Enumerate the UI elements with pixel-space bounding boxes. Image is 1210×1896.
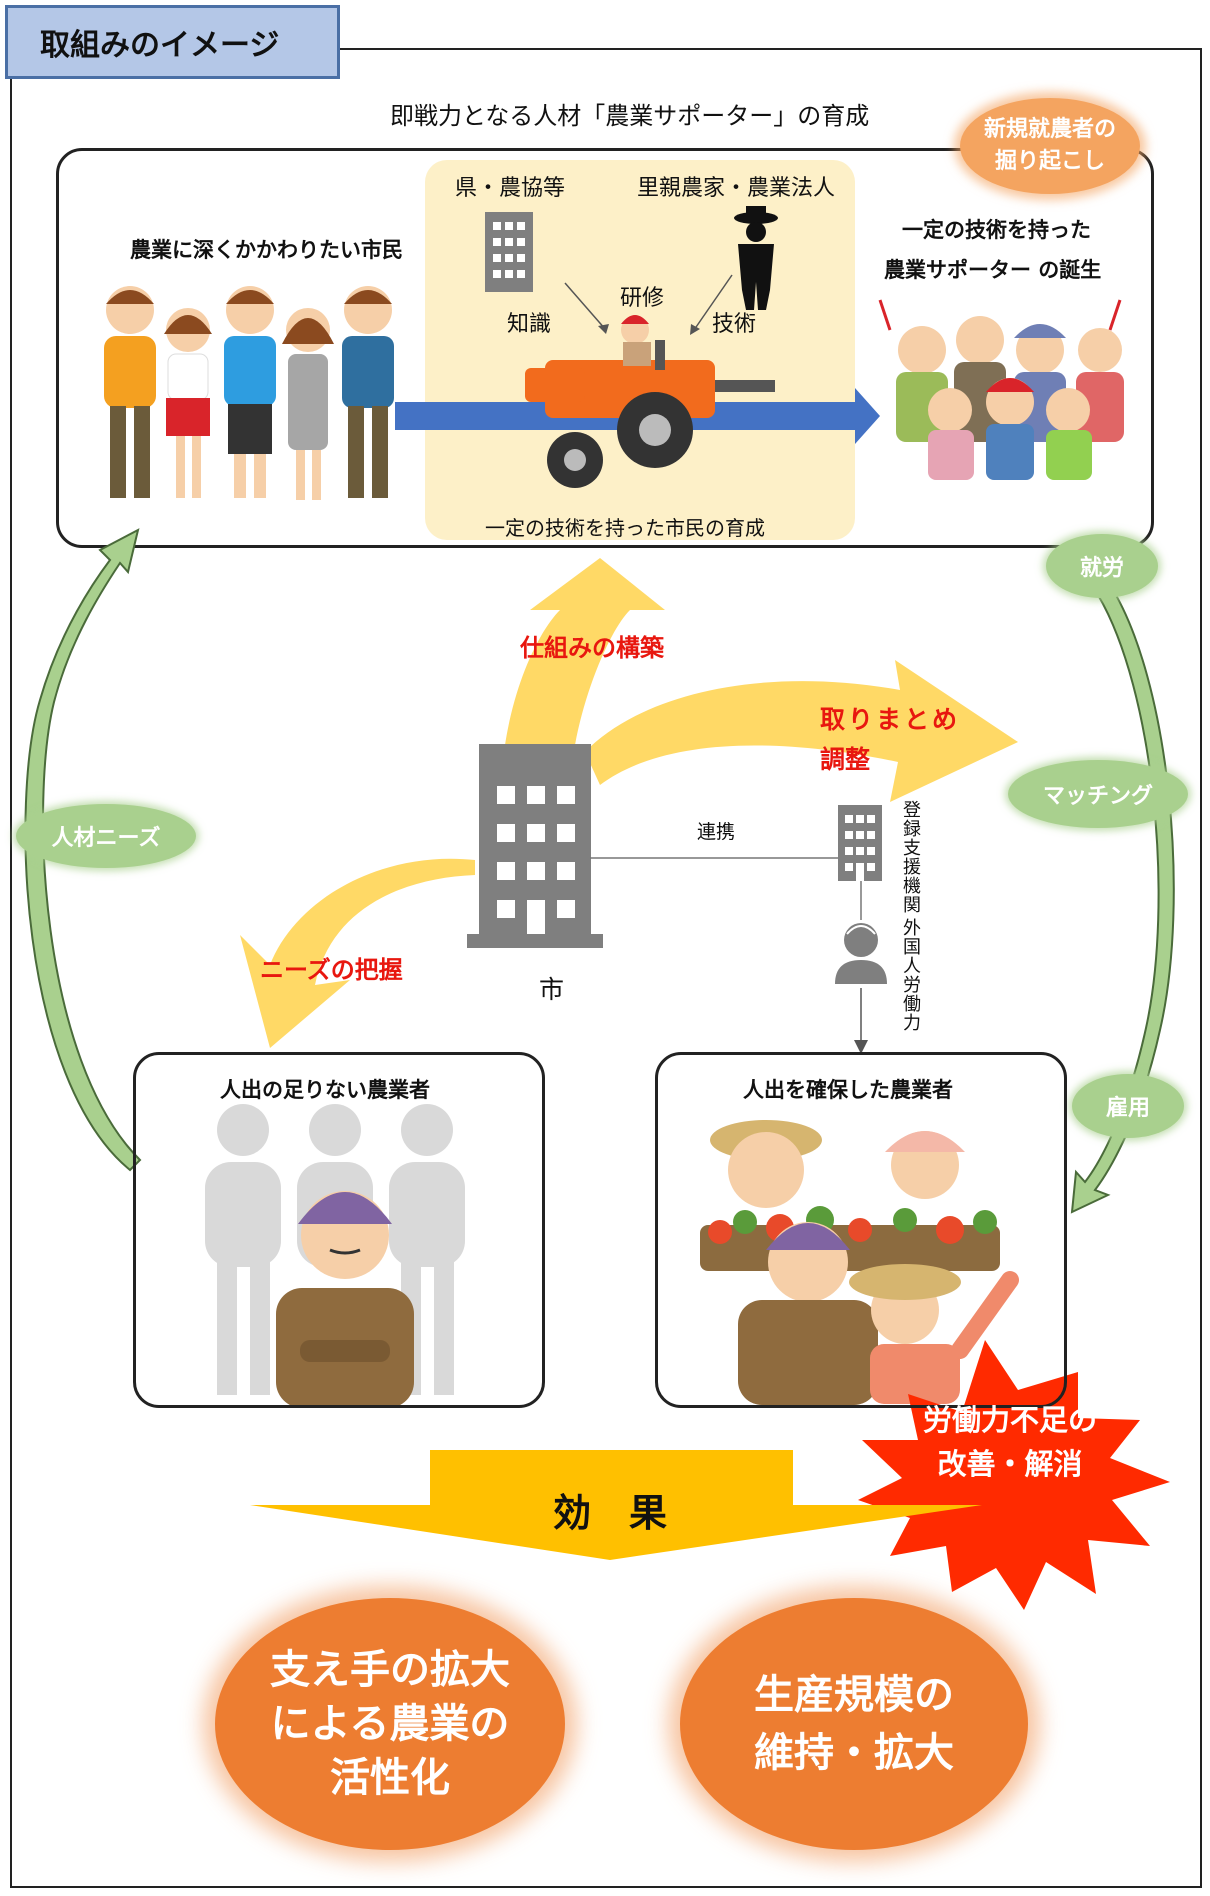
- new-farmer-badge: 新規就農者の 掘り起こし: [960, 98, 1140, 194]
- secured-farmers-illustration: [700, 1120, 1019, 1405]
- needs-grasp-label: ニーズの把握: [260, 956, 403, 984]
- matching-oval: マッチング: [1008, 760, 1188, 828]
- secured-farmer-label: 人出を確保した農業者: [743, 1078, 953, 1102]
- talent-needs-oval: 人材ニーズ: [16, 804, 196, 868]
- coordinate-label-line2: 調整: [820, 745, 871, 774]
- needs-arrow: [240, 858, 475, 1048]
- build-arrow: [505, 558, 665, 745]
- foreign-worker-label: 外国人労働力: [900, 918, 921, 1032]
- labor-shortage-text: 労働力不足の 改善・解消: [922, 1403, 1097, 1481]
- employment-oval: 就労: [1046, 534, 1158, 598]
- support-org-building-icon: [838, 805, 882, 881]
- city-label: 市: [539, 975, 565, 1004]
- pref-label: 県・農協等: [455, 176, 566, 201]
- effect-label: 効 果: [553, 1491, 668, 1535]
- build-label: 仕組みの構築: [520, 634, 664, 662]
- support-org-label: 登録支援機関: [900, 800, 921, 914]
- flow-arrow-head: [855, 388, 880, 444]
- cooperation-label: 連携: [697, 821, 736, 843]
- citizens-label: 農業に深くかかわりたい市民: [130, 238, 403, 262]
- pref-building-icon: [485, 212, 533, 292]
- cycle-arrow-right: [1070, 583, 1175, 1214]
- short-handed-farmer-box: [133, 1052, 545, 1408]
- knowledge-label: 知識: [507, 312, 552, 337]
- supporter-crowd-illustration: [878, 299, 1124, 480]
- main-frame: [10, 48, 1202, 1888]
- technique-label: 技術: [712, 312, 757, 337]
- tractor-illustration: [525, 315, 775, 488]
- foreign-worker-icon: [835, 923, 887, 984]
- training-label: 研修: [620, 286, 665, 311]
- hiring-oval: 雇用: [1072, 1074, 1184, 1138]
- city-building-icon: [467, 744, 603, 948]
- short-handed-farmer-label: 人出の足りない農業者: [220, 1078, 430, 1102]
- result-oval-activation: 支え手の拡大 による農業の 活性化: [215, 1598, 565, 1850]
- result-oval-production: 生産規模の 維持・拡大: [680, 1598, 1028, 1850]
- citizens-illustration: [104, 286, 394, 500]
- center-caption: 一定の技術を持った市民の育成: [485, 516, 765, 540]
- coordinate-label-line1: 取りまとめ: [820, 705, 961, 734]
- short-handed-farmer-illustration: [205, 1104, 465, 1408]
- cycle-arrow-left: [24, 528, 142, 1172]
- top-caption: 即戦力となる人材「農業サポーター」の育成: [390, 102, 870, 130]
- supporter-label-line2: 農業サポーター の誕生: [884, 258, 1102, 282]
- supporter-label-line1: 一定の技術を持った: [902, 218, 1091, 242]
- page-title: 取組みのイメージ: [5, 5, 340, 79]
- effect-arrow: [250, 1450, 982, 1560]
- secured-farmer-box: [655, 1052, 1067, 1408]
- coordinate-arrow: [585, 660, 1018, 802]
- foster-farmer-silhouette-icon: [734, 206, 778, 310]
- foster-label: 里親農家・農業法人: [637, 176, 836, 201]
